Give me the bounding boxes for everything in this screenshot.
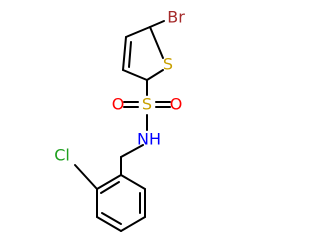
bond-c3-c4 (96, 216, 122, 232)
thiophene-ring (122, 20, 165, 81)
bond-c4-c3-inner (128, 41, 132, 68)
amine-label: NH (137, 130, 161, 149)
sulfonyl-sulfur-label: S (142, 95, 152, 114)
bond-c4-c5 (120, 216, 146, 232)
bond-n-ch2 (120, 144, 144, 158)
bond-c3-c2 (122, 69, 148, 81)
bond-c4-c3 (122, 36, 127, 71)
chemical-structure: Br S S O O NH Cl (54, 8, 185, 232)
bond-c5-c4 (125, 26, 151, 38)
bond-c2-cl (74, 164, 98, 190)
thiophene-sulfur-label: S (163, 55, 173, 74)
benzene-ring (74, 164, 146, 232)
sulfonyl-group (123, 79, 171, 131)
bond-c5-br (149, 20, 165, 28)
bond-c3-c4-inner (101, 212, 122, 225)
bond-c1-c2-inner (100, 181, 120, 194)
bond-c6-c1 (120, 174, 146, 190)
bromine-label: Br (167, 8, 185, 27)
oxygen-right-label: O (170, 95, 183, 114)
bond-c1-c2 (96, 174, 122, 190)
chlorine-label: Cl (54, 146, 70, 165)
benzyl-linker (120, 144, 144, 176)
bond-s-c5 (149, 26, 164, 59)
oxygen-left-label: O (112, 95, 125, 114)
bond-c2-s (146, 69, 164, 81)
